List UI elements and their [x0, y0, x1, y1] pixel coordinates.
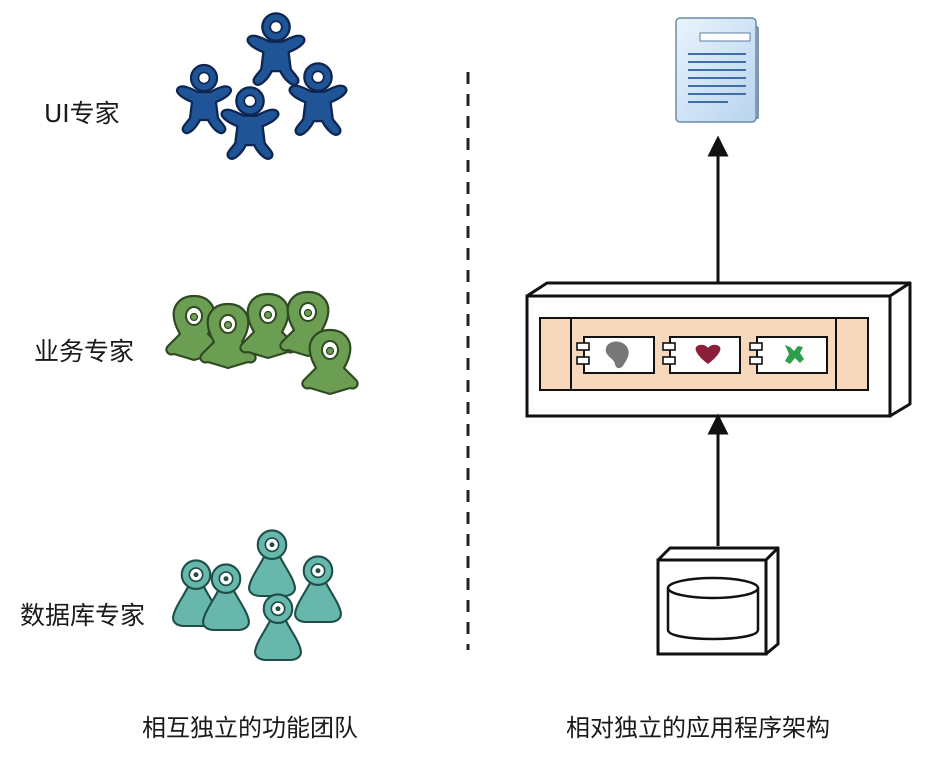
pawn-icon — [248, 529, 296, 598]
caption-application-architecture: 相对独立的应用程序架构 — [566, 714, 830, 742]
database-icon — [656, 546, 780, 656]
component-heart-icon — [662, 336, 741, 374]
pawn-icon — [254, 593, 302, 662]
component-container — [525, 281, 912, 418]
component-cross-icon — [749, 336, 828, 374]
team-label-business: 业务专家 — [34, 337, 135, 366]
map-pin-icon — [301, 328, 359, 396]
team-label-ui: UI专家 — [44, 99, 120, 128]
business-expert-group — [165, 290, 359, 396]
pawn-icon — [202, 563, 250, 632]
person-icon — [288, 62, 348, 136]
pawn-icon — [294, 555, 342, 624]
component-blob-icon — [576, 336, 655, 374]
database-expert-group — [172, 529, 342, 662]
person-icon — [246, 12, 306, 86]
ui-expert-group — [175, 12, 348, 160]
person-icon — [175, 63, 233, 135]
caption-functional-teams: 相互独立的功能团队 — [142, 714, 358, 742]
person-icon — [220, 86, 280, 160]
team-label-database: 数据库专家 — [20, 601, 146, 630]
map-pin-icon — [165, 294, 223, 362]
document-icon — [675, 17, 759, 123]
